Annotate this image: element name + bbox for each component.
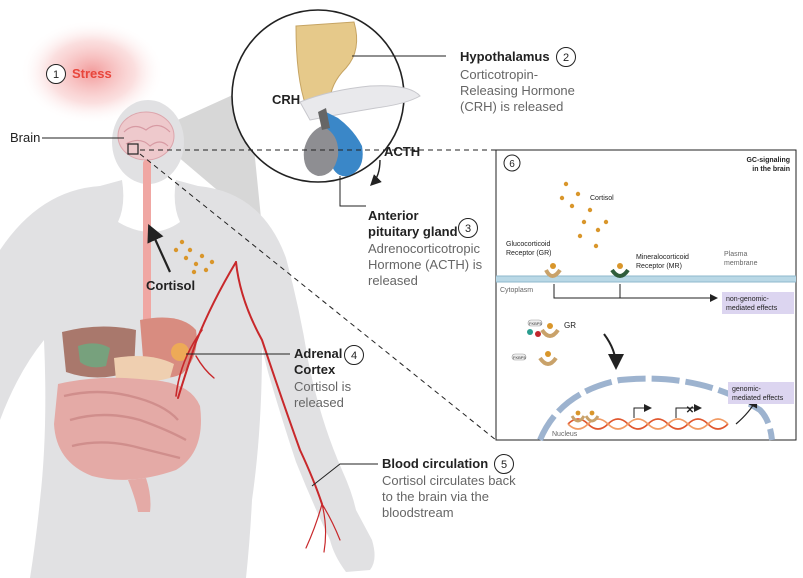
adrenal-desc-2: released [294,395,344,410]
cortisol-return-arrow [147,223,172,273]
adrenal-gland [171,343,189,361]
stress-label: Stress [72,66,112,81]
blood-leader [311,463,378,487]
fkbp-label-2: FKBP5 [513,355,526,360]
blood-desc-3: bloodstream [382,505,454,520]
crh-label: CRH [272,92,300,107]
inset-cortisol-label: Cortisol [590,195,614,202]
hypothalamus-desc-1: Corticotropin- [460,67,538,82]
plasma-membrane [496,276,796,282]
spinal-cord [143,160,151,370]
step-3-number: 3 [465,223,471,235]
step-stress: 1 Stress [46,64,112,84]
step-1-number: 1 [53,69,59,81]
step-6-number: 6 [509,159,515,170]
brain-shape [117,111,175,161]
dashed-connector-bottom [139,153,497,441]
membrane-label-2: membrane [724,260,758,267]
hypothalamus-desc-3: (CRH) is released [460,99,563,114]
nucleus-envelope [537,375,775,442]
nucleus-label: Nucleus [552,431,578,438]
inset-title-1: GC-signaling [746,157,790,164]
mr-label-1: Mineralocorticoid [636,254,689,261]
blood-title: Blood circulation [382,456,488,471]
blood-desc-1: Cortisol circulates back [382,473,516,488]
adrenal-title-2: Cortex [294,362,336,377]
mr-label-2: Receptor (MR) [636,263,682,270]
acth-arrow [370,159,382,186]
genomic-2: mediated effects [732,395,784,402]
gc-signaling-inset: 6 GC-signaling in the brain Cortisol Pla… [495,149,797,442]
cytoplasm-label: Cytoplasm [500,287,533,294]
inset-title-2: in the brain [752,166,790,173]
repression-x: ✕ [686,405,694,416]
pituitary-desc-3: released [368,273,418,288]
hypothalamus-desc-2: Releasing Hormone [460,83,575,98]
blood-desc-2: to the brain via the [382,489,489,504]
cortisol-dots [173,239,215,275]
step-pituitary: Anterior pituitary gland 3 Adrenocortico… [368,208,483,288]
step-4-number: 4 [351,350,357,362]
non-genomic-1: non-genomic- [726,296,769,303]
hypothalamus-title: Hypothalamus [460,49,550,64]
adrenal-desc-1: Cortisol is [294,379,352,394]
pituitary-leader [339,176,366,207]
fkbp-label-1: FKBP5 [529,321,542,326]
cortisol-label: Cortisol [146,278,195,293]
pituitary-title-1: Anterior [368,208,419,223]
step-5-number: 5 [501,459,507,471]
genomic-1: genomic- [732,386,761,393]
pituitary-desc-1: Adrenocorticotropic [368,241,480,256]
pituitary-lens [231,9,421,183]
inset-cortisol-dots [559,181,609,249]
non-genomic-2: mediated effects [726,305,778,312]
acth-label: ACTH [384,144,420,159]
step-adrenal: Adrenal Cortex 4 Cortisol is released [294,345,364,410]
organs [54,317,201,512]
blood-vessels [175,261,341,553]
step-blood: Blood circulation 5 Cortisol circulates … [382,454,516,520]
brain-label: Brain [10,130,40,145]
stress-glow [20,20,164,124]
step-hypothalamus: Hypothalamus 2 Corticotropin- Releasing … [460,47,576,114]
pituitary-desc-2: Hormone (ACTH) is [368,257,483,272]
membrane-label-1: Plasma [724,251,747,258]
gr-cytoplasm-label: GR [564,321,576,330]
adrenal-title-1: Adrenal [294,346,342,361]
gr-label-1: Glucocorticoid [506,241,550,248]
gr-label-2: Receptor (GR) [506,250,552,257]
step-2-number: 2 [563,52,569,64]
pituitary-title-2: pituitary gland [368,224,458,239]
